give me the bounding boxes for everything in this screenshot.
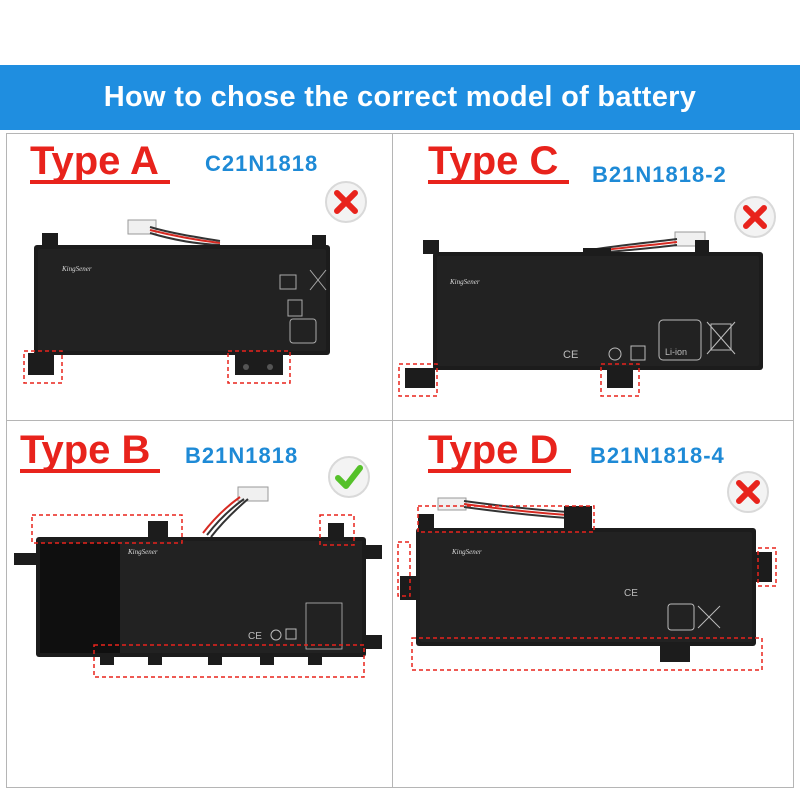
grid-vertical-divider — [392, 133, 393, 788]
type-a-underline — [30, 180, 170, 184]
type-a-brand: KingSener — [62, 265, 92, 273]
type-a-model: C21N1818 — [205, 151, 319, 176]
svg-text:CE: CE — [248, 631, 262, 642]
svg-text:CE: CE — [624, 588, 638, 599]
type-b-underline — [20, 469, 160, 473]
battery-image-type-c: CE Li-ion — [398, 231, 763, 397]
type-c-model: B21N1818-2 — [592, 162, 727, 187]
type-c-brand: KingSener — [450, 278, 480, 286]
type-a-label: Type A — [30, 139, 159, 183]
type-c-underline — [428, 180, 569, 184]
cross-badge-icon — [734, 196, 776, 238]
battery-image-type-a — [23, 219, 330, 384]
page-title: How to chose the correct model of batter… — [103, 81, 697, 113]
check-badge-icon — [328, 456, 370, 498]
type-d-label: Type D — [428, 428, 559, 472]
svg-text:Li-ion: Li-ion — [665, 347, 687, 357]
comparison-grid — [6, 133, 794, 788]
type-d-brand: KingSener — [452, 548, 482, 556]
type-d-model: B21N1818-4 — [590, 443, 725, 468]
type-b-brand: KingSener — [128, 548, 158, 556]
battery-image-type-b: CE — [14, 486, 382, 678]
battery-image-type-d: CE — [397, 497, 777, 671]
type-d-underline — [428, 469, 571, 473]
grid-horizontal-divider — [6, 420, 794, 421]
cross-badge-icon — [325, 181, 367, 223]
svg-text:CE: CE — [563, 349, 578, 361]
type-b-label: Type B — [20, 428, 151, 472]
header-banner: How to chose the correct model of batter… — [0, 65, 800, 130]
type-c-label: Type C — [428, 139, 559, 183]
type-b-model: B21N1818 — [185, 443, 299, 468]
cross-badge-icon — [727, 471, 769, 513]
